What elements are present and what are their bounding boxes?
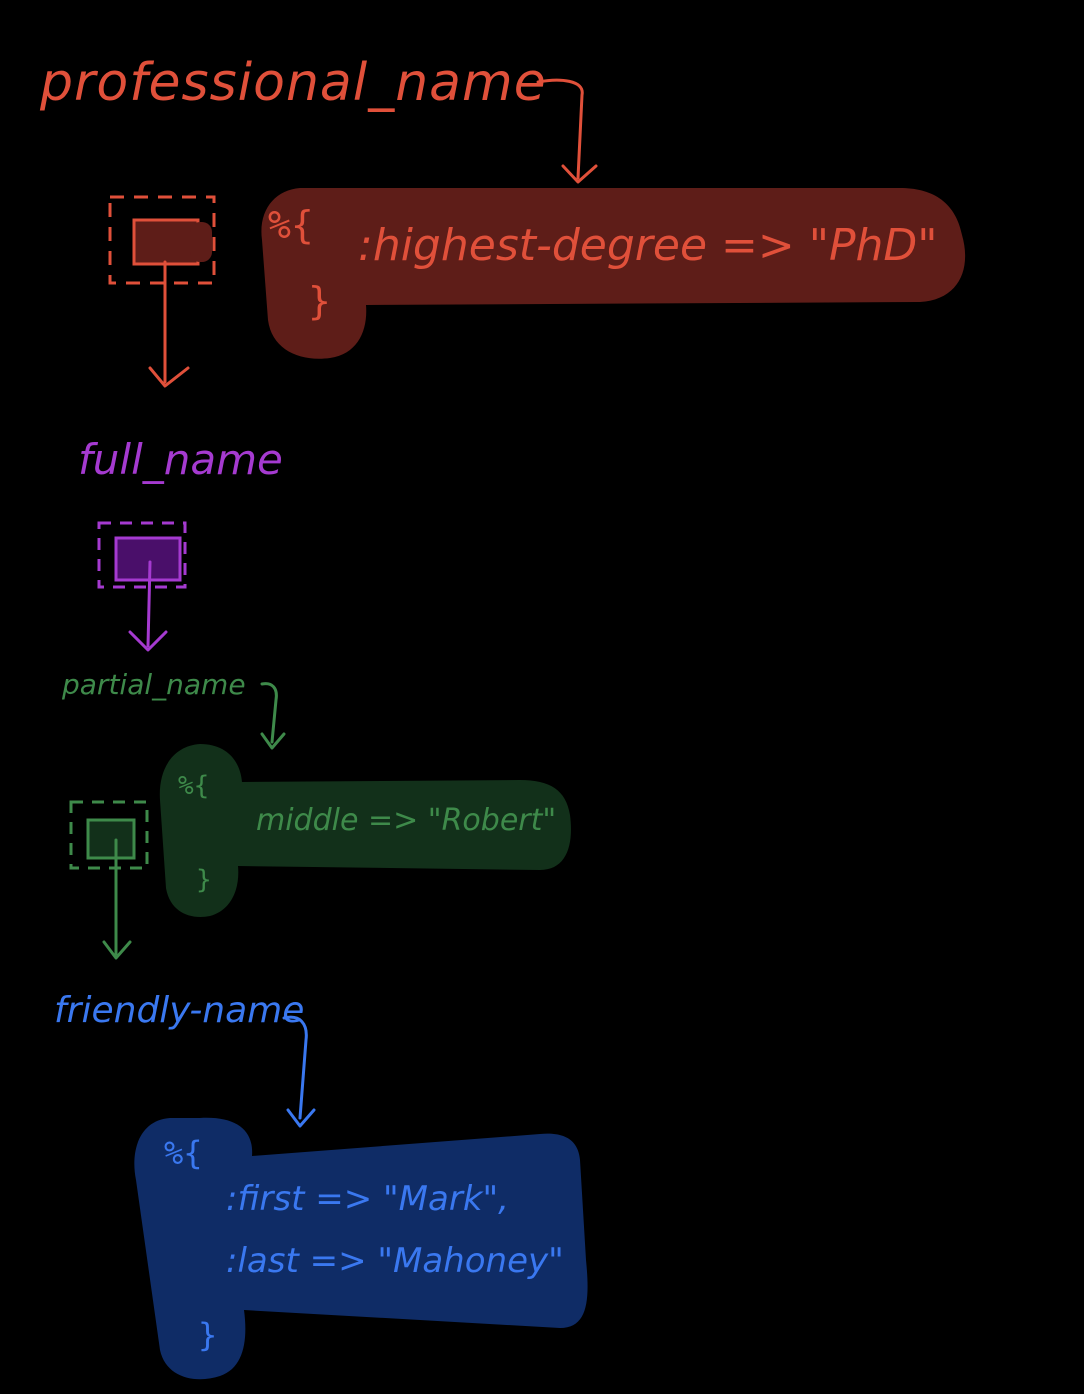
blue-map-line2: :last => "Mahoney" [226, 1241, 564, 1281]
green-map-line1: middle => "Robert" [256, 803, 556, 838]
arrow-partial-friendly-head [102, 940, 132, 960]
arrow-friendly-map-head [286, 1108, 316, 1128]
red-map-open: %{ [268, 203, 314, 247]
label-full-name: full_name [78, 435, 283, 484]
red-map-line1: :highest-degree => "PhD" [358, 220, 938, 271]
struct-icon-professional [108, 195, 216, 285]
blue-map-open: %{ [164, 1134, 203, 1172]
blue-map-line1: :first => "Mark", [226, 1179, 509, 1219]
label-professional-name: professional_name [39, 53, 547, 113]
green-map-blob [159, 744, 571, 917]
arrow-partial-map-head [260, 732, 286, 750]
blue-map-blob [134, 1117, 588, 1380]
arrow-professional-full-head [148, 366, 190, 388]
arrow-friendly-to-map [282, 1015, 308, 1120]
red-map-blob [261, 188, 966, 359]
arrow-full-to-partial [146, 560, 152, 648]
label-partial-name: partial_name [61, 668, 246, 701]
green-map-close: } [196, 865, 212, 895]
struct-icon-full [97, 521, 187, 589]
green-map-open: %{ [178, 771, 209, 801]
red-map-close: } [308, 279, 331, 323]
arrow-partial-to-map [260, 682, 278, 744]
arrow-full-partial-head [128, 630, 168, 652]
struct-icon-partial [69, 800, 149, 870]
blue-map-close: } [198, 1316, 217, 1354]
arrow-professional-head [561, 164, 598, 184]
arrow-professional-to-map [536, 78, 584, 180]
label-friendly-name: friendly-name [54, 990, 304, 1031]
